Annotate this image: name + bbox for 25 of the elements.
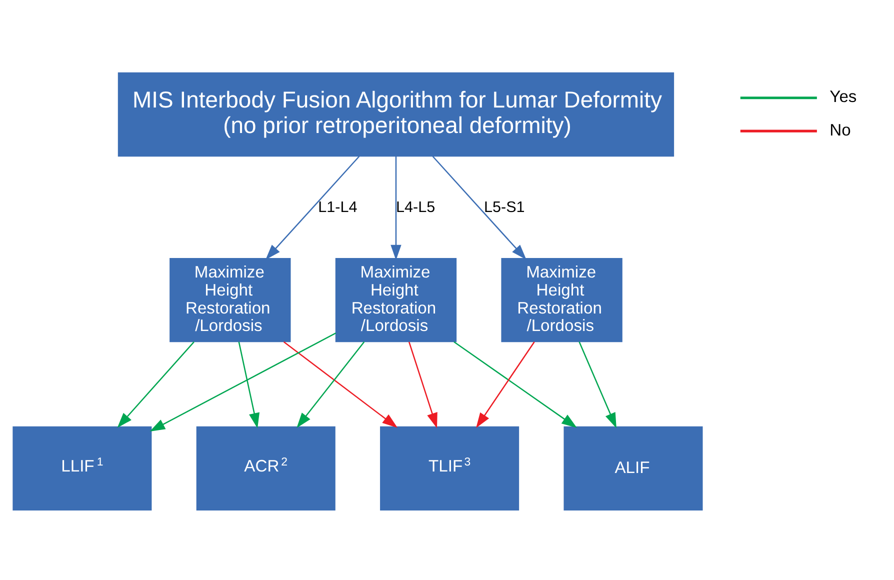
legend-label: No (830, 120, 851, 139)
arrow (390, 156, 402, 260)
arrow (476, 341, 535, 428)
edge-label: L4-L5 (396, 198, 436, 216)
arrow (578, 341, 616, 428)
node-box: ALIF (564, 426, 703, 510)
legend-label: Yes (830, 86, 857, 106)
arrow (238, 341, 260, 428)
node-box: MIS Interbody Fusion Algorithm for Lumar Deformity (no prior retroperitoneal deformity) (118, 72, 674, 156)
edge-label: L5-S1 (484, 198, 525, 216)
arrow (408, 341, 438, 428)
node-box: ACR$^{2}$ (196, 426, 336, 510)
edge-label: L1-L4 (318, 198, 358, 216)
arrow (432, 155, 526, 260)
node-box: TLIF$^{3}$ (380, 426, 520, 510)
arrow (150, 332, 336, 431)
node-box: Maximize Height Restoration /Lordosis (335, 257, 457, 342)
arrow (283, 340, 398, 428)
node-box: LLIF$^{1}$ (12, 426, 152, 510)
node-box: Maximize Height Restoration /Lordosis (501, 257, 622, 342)
arrow (454, 340, 577, 428)
arrow (266, 155, 360, 260)
arrow (117, 340, 194, 428)
arrow (296, 341, 365, 428)
node-box: Maximize Height Restoration /Lordosis (170, 257, 291, 342)
